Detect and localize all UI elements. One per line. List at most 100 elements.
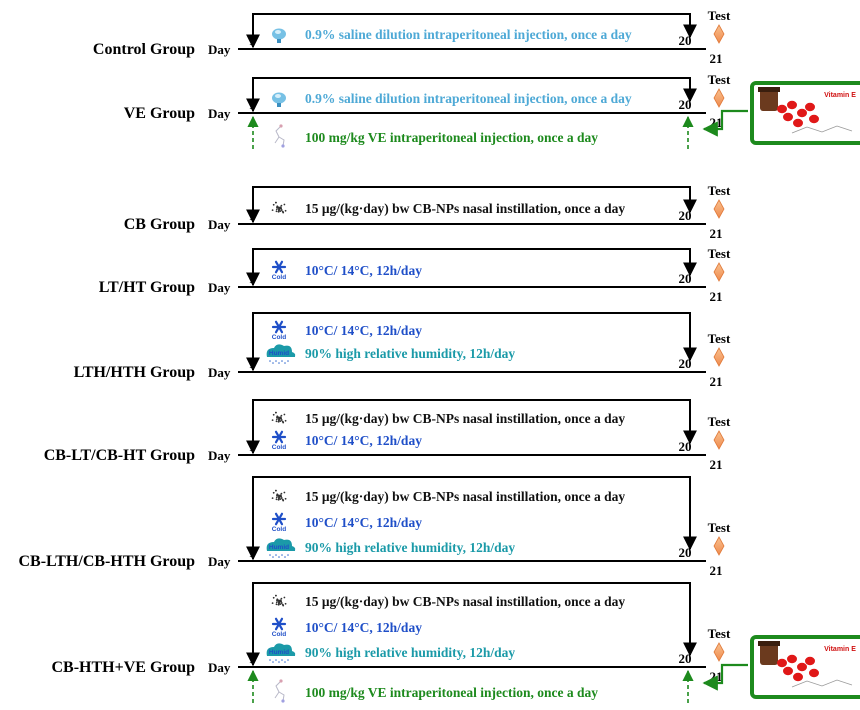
group-row: CB-HTH+VE Group Day 1 20 21 Test 15 μg/(kg·day… (51, 582, 860, 704)
syringe-icon-highlight (275, 94, 281, 98)
vitamin-bottle-cap (758, 641, 780, 646)
particle-dot (284, 209, 287, 212)
cloud-shape (266, 344, 296, 357)
day-label: Day (208, 106, 231, 121)
vitamin-bottle-cap (758, 87, 780, 92)
group-label: CB-HTH+VE Group (51, 659, 195, 676)
cold-treatment-text: 10°C/ 14°C, 12h/day (305, 433, 422, 448)
test-day-number: 21 (710, 289, 723, 304)
test-label: Test (708, 626, 731, 641)
cb-treatment-text: 15 μg/(kg·day) bw CB-NPs nasal instillat… (305, 594, 625, 609)
end-day-number: 20 (679, 208, 692, 223)
particle-dot (275, 411, 277, 414)
snowflake-arm (274, 260, 284, 274)
syringe-icon (272, 92, 286, 107)
cold-treatment-text: 10°C/ 14°C, 12h/day (305, 263, 422, 278)
cold-icon: Cold (272, 617, 286, 638)
vitamin-capsule (787, 100, 797, 110)
humid-icon: Humid (266, 643, 296, 663)
particle-dot (280, 204, 283, 207)
saline-treatment-text: 0.9% saline dilution intraperitoneal inj… (305, 27, 632, 42)
vitamin-capsule (783, 112, 793, 122)
day-label: Day (208, 660, 231, 675)
day-label: Day (208, 448, 231, 463)
test-day-number: 21 (710, 226, 723, 241)
cold-treatment-text: 10°C/ 14°C, 12h/day (305, 620, 422, 635)
particle-dot (275, 601, 278, 604)
particle-dot (282, 604, 285, 607)
rain-dot (281, 659, 283, 661)
syringe-icon (272, 28, 286, 43)
test-day-number: 21 (710, 563, 723, 578)
particle-dot (278, 601, 280, 603)
molecule-icon (274, 679, 285, 703)
test-marker (713, 199, 725, 219)
particle-dot (282, 421, 285, 424)
particles-icon (271, 489, 287, 502)
particle-dot (277, 210, 280, 213)
humid-treatment-text: 90% high relative humidity, 12h/day (305, 645, 515, 660)
end-day-number: 20 (679, 651, 692, 666)
particle-dot (282, 211, 285, 214)
vitamin-capsule (805, 656, 815, 666)
particle-dot (272, 491, 275, 494)
particle-dot (275, 603, 278, 606)
duration-bracket (246, 77, 697, 113)
humid-treatment-text: 90% high relative humidity, 12h/day (305, 346, 515, 361)
particle-dot (280, 207, 282, 210)
particle-dot (283, 413, 286, 416)
particle-dot (279, 603, 282, 605)
rain-dot (278, 661, 280, 663)
syringe-icon-tip (277, 39, 281, 43)
start-day-number: 1 (249, 651, 256, 666)
end-day-number: 20 (679, 356, 692, 371)
duration-bracket (246, 13, 697, 49)
snowflake-arm (274, 320, 284, 334)
snowflake-arm (274, 512, 284, 526)
vitamin-e-picture: Vitamin E (750, 635, 860, 699)
cb-treatment-text: 15 μg/(kg·day) bw CB-NPs nasal instillat… (305, 411, 625, 426)
vitamin-bottle (760, 643, 778, 665)
particle-dot (272, 413, 275, 416)
ve-link-arrow (702, 109, 748, 137)
particle-dot (284, 497, 287, 500)
duration-bracket (246, 186, 697, 224)
day-label: Day (208, 280, 231, 295)
molecule-bond (278, 136, 285, 147)
test-marker (713, 88, 725, 108)
humid-treatment-text: 90% high relative humidity, 12h/day (305, 540, 515, 555)
group-label: CB-LT/CB-HT Group (44, 447, 195, 464)
group-label: CB-LTH/CB-HTH Group (19, 553, 196, 570)
duration-bracket (246, 582, 697, 667)
vitamin-e-picture: Vitamin E (750, 81, 860, 145)
test-day-number: 21 (710, 669, 723, 684)
vitamin-e-caption: Vitamin E (824, 646, 856, 653)
syringe-icon-highlight (275, 30, 281, 34)
molecule-atom (279, 124, 283, 128)
end-day-number: 20 (679, 33, 692, 48)
particle-dot (280, 417, 282, 420)
start-day-number: 1 (249, 545, 256, 560)
particle-dot (275, 420, 278, 423)
particle-dot (275, 208, 278, 211)
start-day-number: 1 (249, 271, 256, 286)
test-day-number: 21 (710, 374, 723, 389)
cold-icon: Cold (272, 320, 286, 341)
test-day-number: 21 (710, 115, 723, 130)
particle-dot (280, 497, 283, 499)
particle-dot (271, 419, 274, 421)
saline-treatment-text: 0.9% saline dilution intraperitoneal inj… (305, 91, 632, 106)
day-label: Day (208, 365, 231, 380)
cold-icon-caption: Cold (272, 631, 286, 638)
cloud-shape (266, 538, 296, 551)
test-label: Test (708, 331, 731, 346)
test-label: Test (708, 520, 731, 535)
snowflake-arm (274, 430, 284, 444)
vitamin-capsule (793, 672, 803, 682)
test-marker (713, 430, 725, 450)
particles-icon (271, 201, 287, 214)
